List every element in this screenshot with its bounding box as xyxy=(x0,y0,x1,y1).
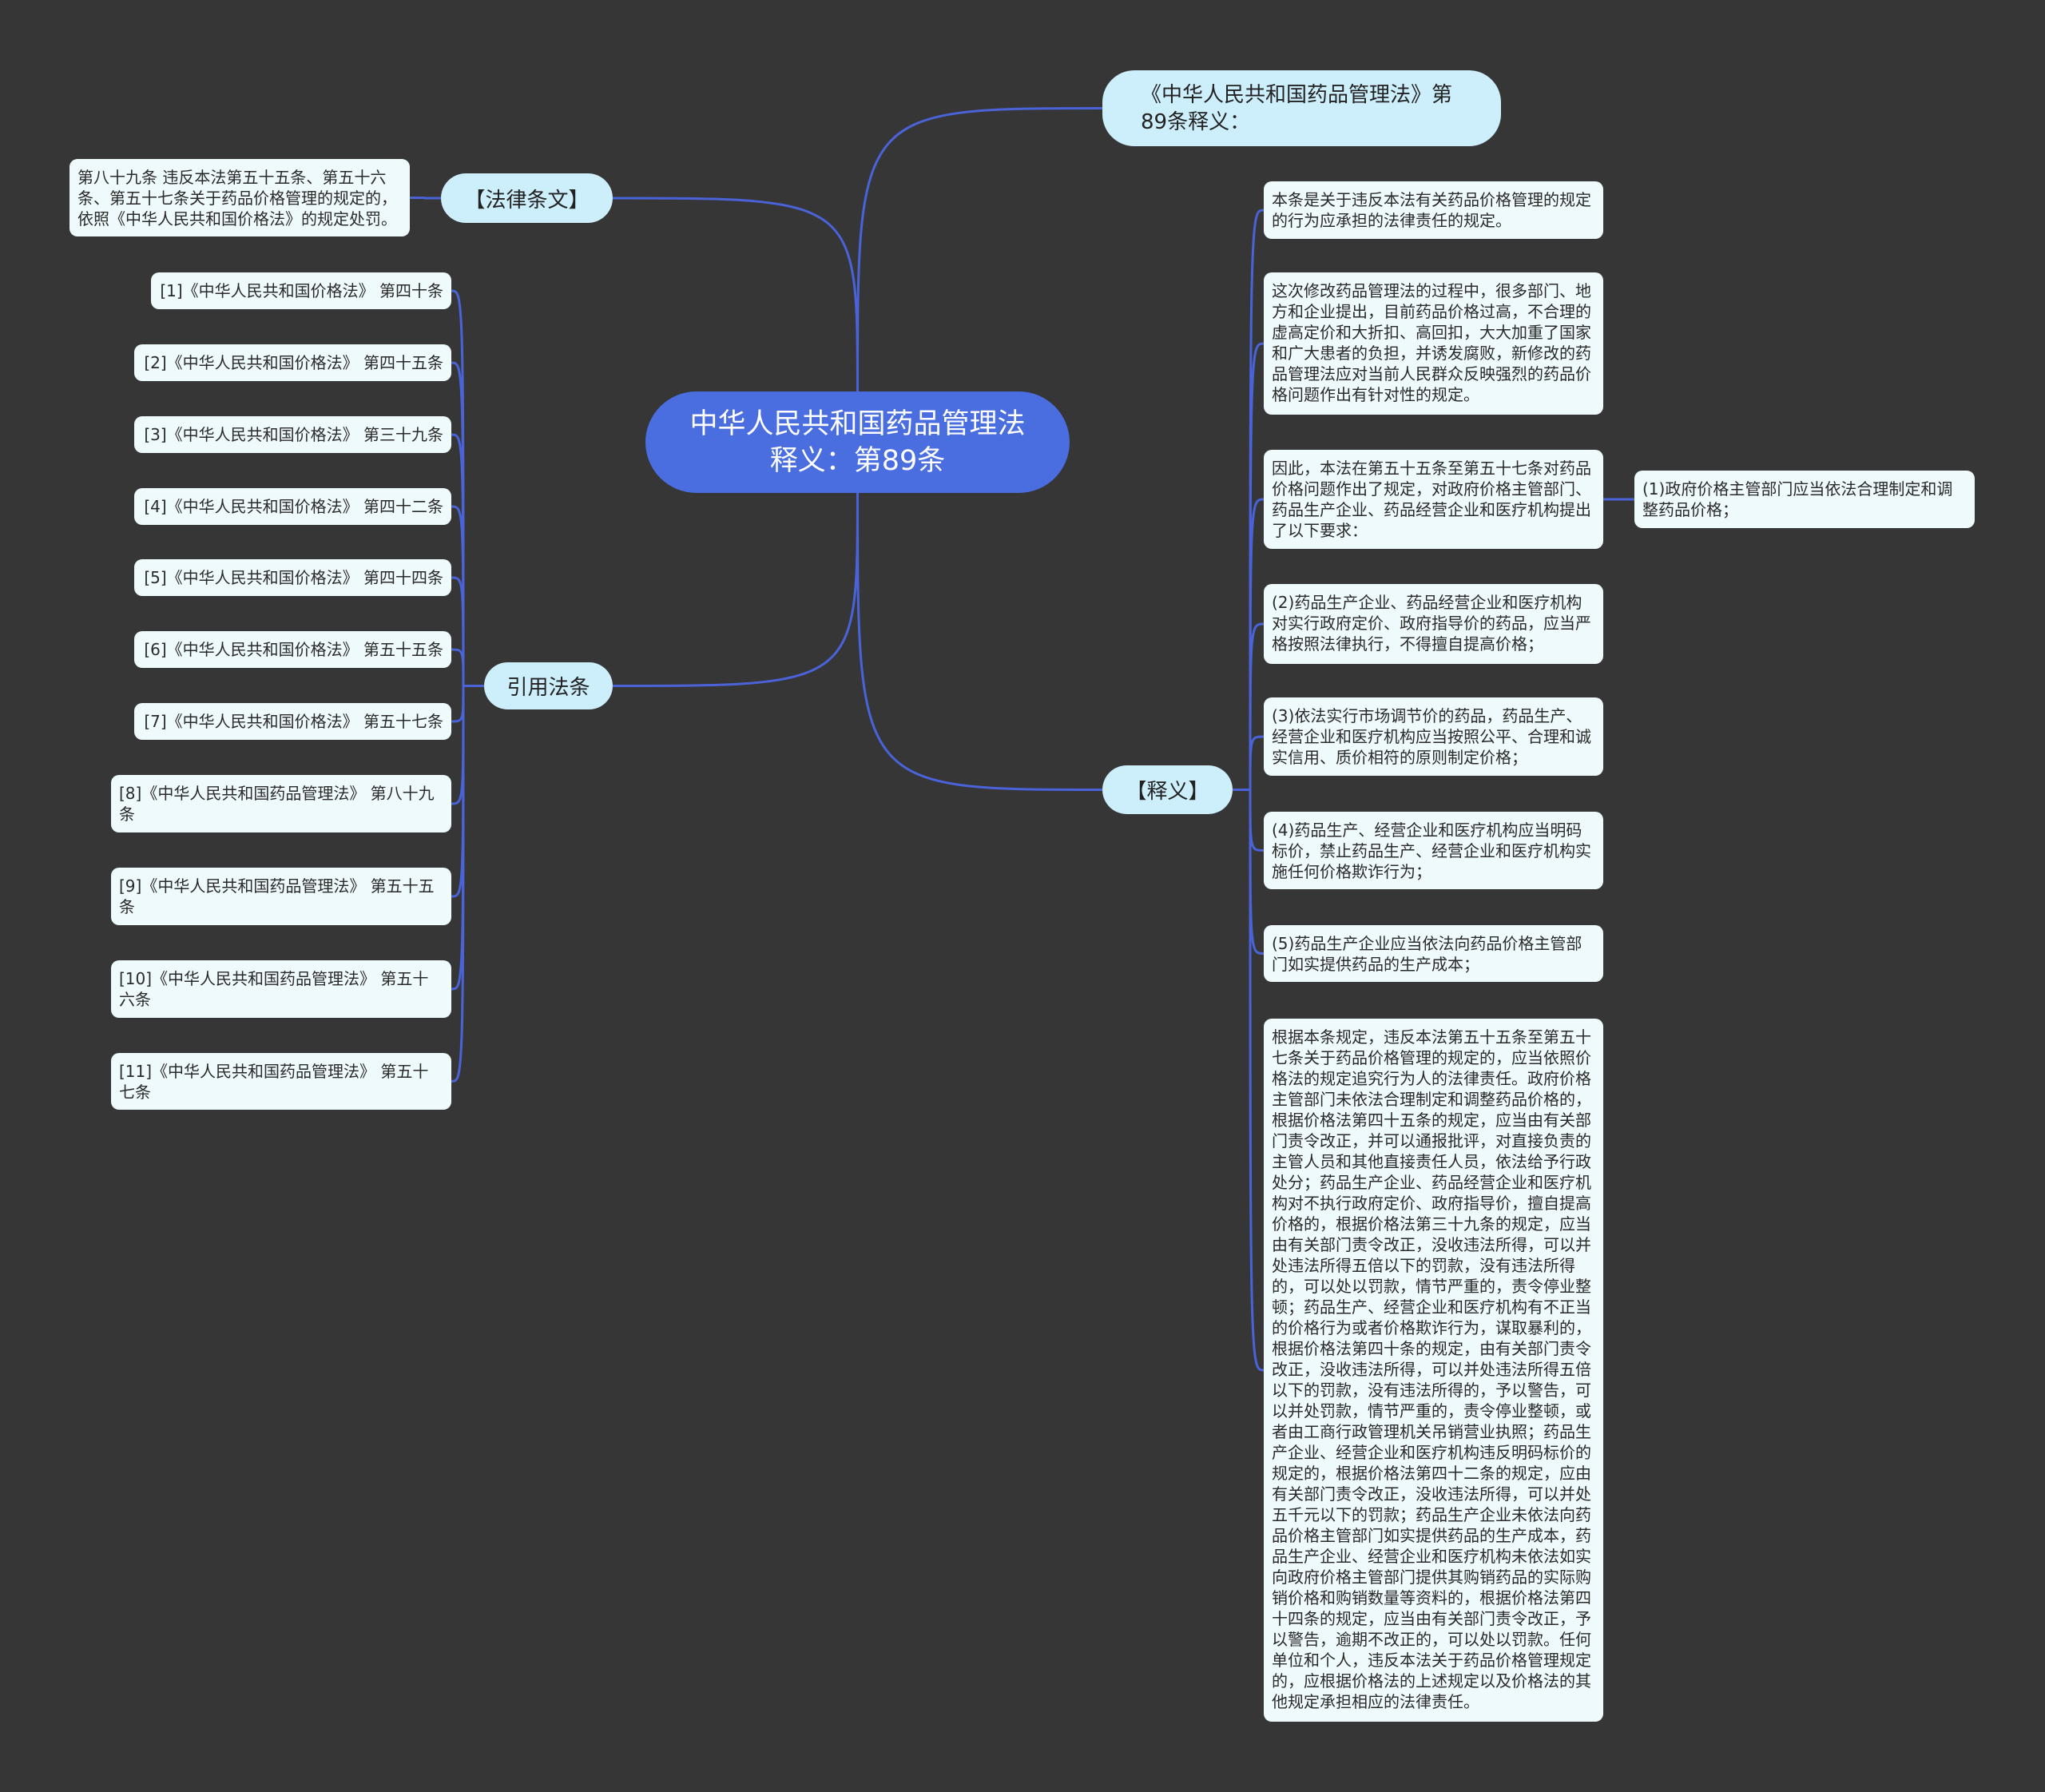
topic-interpretation[interactable]: 【释义】 xyxy=(1102,765,1233,814)
citation-item[interactable]: [11]《中华人民共和国药品管理法》 第五十七条 xyxy=(111,1053,451,1110)
root-title: 中华人民共和国药品管理法释义：第89条 xyxy=(689,407,1026,477)
connector-line xyxy=(451,685,484,723)
citation-item[interactable]: [2]《中华人民共和国价格法》 第四十五条 xyxy=(134,344,451,381)
connector-line xyxy=(451,685,484,991)
citation-text: [7]《中华人民共和国价格法》 第五十七条 xyxy=(144,712,443,731)
connector-line xyxy=(451,685,484,1083)
citation-item[interactable]: [8]《中华人民共和国药品管理法》 第八十九条 xyxy=(111,775,451,832)
root-topic[interactable]: 中华人民共和国药品管理法释义：第89条 xyxy=(645,391,1070,493)
leaf-text: 因此，本法在第五十五条至第五十七条对药品价格问题作出了规定，对政府价格主管部门、… xyxy=(1272,459,1591,540)
topic-law-text[interactable]: 【法律条文】 xyxy=(441,173,613,223)
connector-line xyxy=(451,289,484,687)
topic-citations[interactable]: 引用法条 xyxy=(484,662,613,709)
leaf-text: 第八十九条 违反本法第五十五条、第五十六条、第五十七条关于药品价格管理的规定的，… xyxy=(77,168,397,228)
citation-item[interactable]: [9]《中华人民共和国药品管理法》 第五十五条 xyxy=(111,868,451,925)
topic-label: 引用法条 xyxy=(506,676,590,700)
citation-item[interactable]: [10]《中华人民共和国药品管理法》 第五十六条 xyxy=(111,960,451,1018)
connector-line xyxy=(1233,622,1265,791)
connector-line xyxy=(451,576,484,687)
citation-text: [11]《中华人民共和国药品管理法》 第五十七条 xyxy=(119,1062,429,1102)
interpretation-item[interactable]: (2)药品生产企业、药品经营企业和医疗机构对实行政府定价、政府指导价的药品，应当… xyxy=(1264,584,1603,664)
topic-label: 【释义】 xyxy=(1126,780,1209,804)
citation-text: [1]《中华人民共和国价格法》 第四十条 xyxy=(160,281,443,300)
leaf-text: (1)政府价格主管部门应当依法合理制定和调整药品价格； xyxy=(1642,479,1953,519)
citation-text: [3]《中华人民共和国价格法》 第三十九条 xyxy=(144,425,443,444)
interpretation-item[interactable]: 因此，本法在第五十五条至第五十七条对药品价格问题作出了规定，对政府价格主管部门、… xyxy=(1264,450,1603,549)
connector-line xyxy=(612,197,859,394)
citation-item[interactable]: [6]《中华人民共和国价格法》 第五十五条 xyxy=(134,631,451,668)
interpretation-item[interactable]: 本条是关于违反本法有关药品价格管理的规定的行为应承担的法律责任的规定。 xyxy=(1264,181,1603,239)
citation-text: [6]《中华人民共和国价格法》 第五十五条 xyxy=(144,640,443,659)
connector-line xyxy=(451,648,484,687)
connector-line xyxy=(1233,789,1265,852)
leaf-text: 本条是关于违反本法有关药品价格管理的规定的行为应承担的法律责任的规定。 xyxy=(1272,190,1591,230)
citation-item[interactable]: [4]《中华人民共和国价格法》 第四十二条 xyxy=(134,488,451,525)
connector-line xyxy=(451,685,484,805)
citation-item[interactable]: [7]《中华人民共和国价格法》 第五十七条 xyxy=(134,703,451,740)
connector-line xyxy=(856,107,1103,394)
connector-line xyxy=(451,433,484,687)
connector-line xyxy=(1233,498,1265,791)
leaf-text: 根据本条规定，违反本法第五十五条至第五十七条关于药品价格管理的规定的，应当依照价… xyxy=(1272,1027,1591,1711)
leaf-text: 这次修改药品管理法的过程中，很多部门、地方和企业提出，目前药品价格过高，不合理的… xyxy=(1272,281,1591,404)
topic-article-89-interpretation[interactable]: 《中华人民共和国药品管理法》第89条释义： xyxy=(1102,70,1501,146)
interpretation-item[interactable]: (4)药品生产、经营企业和医疗机构应当明码标价，禁止药品生产、经营企业和医疗机构… xyxy=(1264,812,1603,889)
connector-line xyxy=(1233,789,1265,1372)
connector-line xyxy=(451,361,484,687)
leaf-text: (2)药品生产企业、药品经营企业和医疗机构对实行政府定价、政府指导价的药品，应当… xyxy=(1272,593,1591,654)
topic-label: 《中华人民共和国药品管理法》第89条释义： xyxy=(1141,82,1453,134)
topic-label: 【法律条文】 xyxy=(464,188,590,213)
citation-text: [10]《中华人民共和国药品管理法》 第五十六条 xyxy=(119,969,429,1009)
citation-text: [4]《中华人民共和国价格法》 第四十二条 xyxy=(144,497,443,516)
law-text-content[interactable]: 第八十九条 违反本法第五十五条、第五十六条、第五十七条关于药品价格管理的规定的，… xyxy=(69,159,410,236)
interpretation-item[interactable]: (3)依法实行市场调节价的药品，药品生产、经营企业和医疗机构应当按照公平、合理和… xyxy=(1264,697,1603,776)
connector-line xyxy=(1233,342,1265,791)
citation-item[interactable]: [5]《中华人民共和国价格法》 第四十四条 xyxy=(134,559,451,596)
connector-line xyxy=(856,491,1103,791)
citation-text: [2]《中华人民共和国价格法》 第四十五条 xyxy=(144,353,443,372)
interpretation-item[interactable]: 这次修改药品管理法的过程中，很多部门、地方和企业提出，目前药品价格过高，不合理的… xyxy=(1264,272,1603,415)
citation-text: [5]《中华人民共和国价格法》 第四十四条 xyxy=(144,568,443,587)
connector-line xyxy=(451,505,484,687)
connector-line xyxy=(1233,789,1265,955)
connector-line xyxy=(1233,735,1265,791)
connector-line xyxy=(612,491,859,687)
interpretation-item[interactable]: (5)药品生产企业应当依法向药品价格主管部门如实提供药品的生产成本； xyxy=(1264,925,1603,982)
connector-line xyxy=(1233,209,1265,791)
citation-item[interactable]: [3]《中华人民共和国价格法》 第三十九条 xyxy=(134,416,451,453)
interpretation-item[interactable]: 根据本条规定，违反本法第五十五条至第五十七条关于药品价格管理的规定的，应当依照价… xyxy=(1264,1019,1603,1722)
leaf-text: (3)依法实行市场调节价的药品，药品生产、经营企业和医疗机构应当按照公平、合理和… xyxy=(1272,706,1591,767)
interpretation-sub-item[interactable]: (1)政府价格主管部门应当依法合理制定和调整药品价格； xyxy=(1634,471,1975,528)
connector-line xyxy=(451,685,484,898)
leaf-text: (4)药品生产、经营企业和医疗机构应当明码标价，禁止药品生产、经营企业和医疗机构… xyxy=(1272,821,1591,881)
citation-text: [9]《中华人民共和国药品管理法》 第五十五条 xyxy=(119,876,435,916)
connector-line xyxy=(409,197,441,200)
citation-item[interactable]: [1]《中华人民共和国价格法》 第四十条 xyxy=(151,272,451,309)
leaf-text: (5)药品生产企业应当依法向药品价格主管部门如实提供药品的生产成本； xyxy=(1272,934,1582,974)
citation-text: [8]《中华人民共和国药品管理法》 第八十九条 xyxy=(119,784,435,824)
